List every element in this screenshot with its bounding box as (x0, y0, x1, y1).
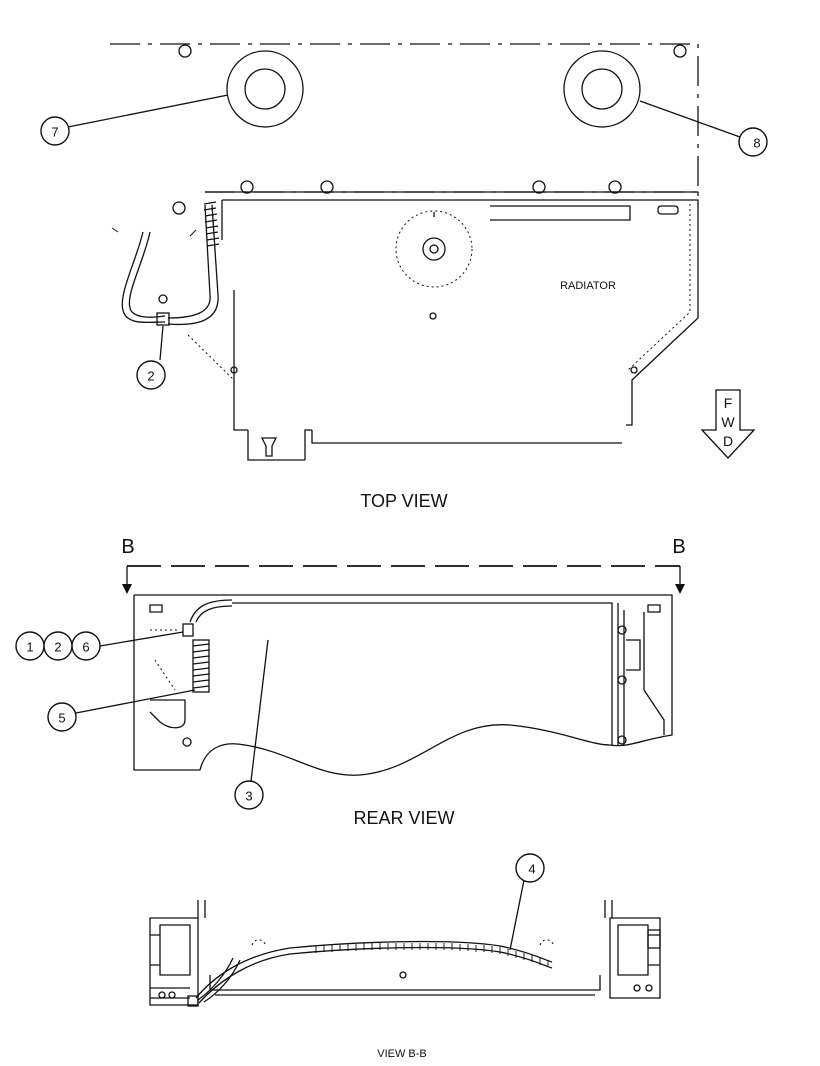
callout-3: 3 (234, 780, 264, 810)
section-conduit (195, 940, 553, 999)
fastener-hole (673, 44, 687, 58)
svg-text:1: 1 (26, 640, 33, 655)
svg-text:8: 8 (753, 136, 760, 151)
svg-text:5: 5 (58, 711, 65, 726)
conduit-wrap (203, 201, 220, 247)
fwd-letter: F (724, 395, 733, 411)
fwd-arrow-icon (700, 389, 756, 459)
section-view-caption: VIEW B-B (377, 1048, 427, 1060)
top-view-caption: TOP VIEW (360, 491, 447, 511)
fastener-hole (608, 180, 622, 194)
fastener-hole (240, 180, 254, 194)
rear-break-line (133, 595, 611, 776)
svg-text:6: 6 (82, 640, 89, 655)
fastener-hole (320, 180, 334, 194)
harness-clip (182, 623, 194, 637)
callout-1: 1 (15, 631, 45, 661)
callout-8: 8 (738, 127, 768, 157)
fan-outline (395, 210, 473, 288)
rear-view: B B 1 2 (15, 536, 686, 828)
section-marker-left: B (121, 536, 134, 558)
callout-5: 5 (47, 702, 77, 732)
callout-6: 6 (71, 631, 101, 661)
fwd-letter: W (721, 414, 735, 430)
tab-slot (260, 437, 278, 457)
rear-view-caption: REAR VIEW (353, 808, 454, 828)
callout-4: 4 (515, 853, 545, 883)
top-view: RADIATOR F W D 7 8 2 TOP VIEW (40, 43, 768, 511)
svg-text:7: 7 (51, 125, 58, 140)
callout-7: 7 (40, 116, 70, 146)
fastener-hole (172, 201, 186, 215)
radiator-label: RADIATOR (560, 280, 616, 292)
fastener-hole (532, 180, 546, 194)
stack-left-inner (244, 68, 286, 110)
callout-2: 2 (43, 631, 73, 661)
svg-text:2: 2 (54, 640, 61, 655)
fwd-letter: D (723, 433, 733, 449)
svg-text:2: 2 (147, 369, 154, 384)
fan-hub (422, 237, 446, 261)
stack-right-inner (581, 68, 623, 110)
harness-wire (121, 231, 166, 324)
tray (209, 975, 601, 996)
right-bracket (609, 917, 661, 999)
conduit-ribs (315, 943, 549, 967)
conduit (192, 639, 210, 693)
svg-text:4: 4 (528, 862, 535, 877)
section-view-b-b: 4 VIEW B-B (149, 853, 661, 1060)
radiator-frame (222, 199, 699, 461)
callout-2: 2 (136, 360, 166, 390)
fastener-hole (178, 44, 192, 58)
stack-right-outer (563, 50, 641, 128)
rear-panel-outline (134, 594, 673, 747)
harness-clip (156, 312, 170, 326)
hood-outline (110, 43, 699, 193)
svg-text:3: 3 (245, 789, 252, 804)
section-marker-right: B (672, 536, 685, 558)
stack-left-outer (226, 50, 304, 128)
